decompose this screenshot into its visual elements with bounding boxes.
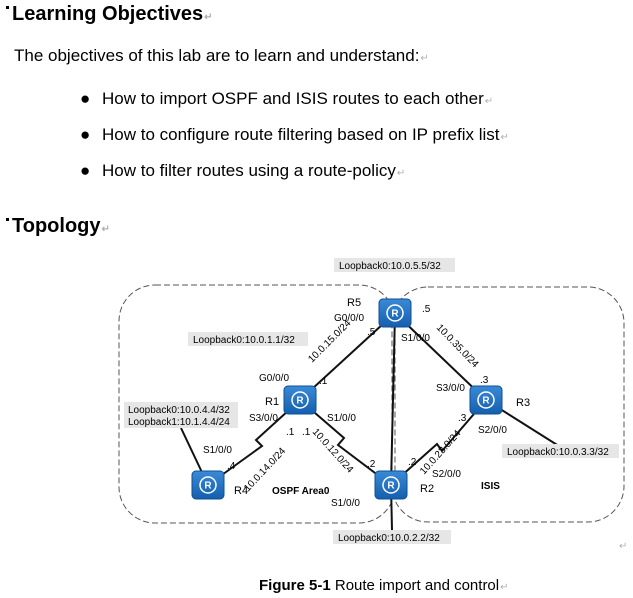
loopback-label-r5: Loopback0:10.0.5.5/32 [339, 261, 441, 272]
interface-label: S3/0/0 [436, 383, 465, 394]
router-name-r2: R2 [420, 483, 434, 495]
router-name-r4: R4 [234, 485, 248, 497]
host-label: .5 [422, 304, 431, 315]
host-label: .3 [458, 413, 467, 424]
intro-paragraph: The objectives of this lab are to learn … [14, 45, 429, 70]
interface-label: S3/0/0 [249, 413, 278, 424]
svg-text:R: R [391, 309, 399, 320]
router-icon: R [469, 385, 503, 415]
bullet-text: How to import OSPF and ISIS routes to ea… [102, 89, 484, 108]
interface-label: S1/0/0 [331, 498, 360, 509]
bullet-item: ● How to filter routes using a route-poli… [80, 160, 405, 185]
learning-objectives-heading: Learning Objectives↵ [6, 2, 213, 30]
router-icon: R [374, 470, 408, 500]
paragraph-mark: ↵ [420, 53, 429, 64]
loopback-label-box [124, 402, 238, 428]
loopback-label-r4-a: Loopback0:10.0.4.4/32 [128, 405, 230, 416]
bullet-dot: ● [80, 89, 91, 108]
loopback-label-r1: Loopback0:10.0.1.1/32 [193, 335, 295, 346]
host-label: .5 [367, 327, 376, 338]
svg-text:R: R [204, 481, 212, 492]
host-label: .2 [408, 457, 417, 468]
interface-label: S2/0/0 [432, 469, 461, 480]
host-label: .2 [367, 459, 376, 470]
loopback-label-box [188, 332, 308, 346]
paragraph-mark: ↵ [500, 582, 509, 593]
bullet-item: ● How to configure route filtering based … [80, 124, 509, 149]
loopback-label-r4-b: Loopback1:10.1.4.4/24 [128, 417, 230, 428]
bullet-dot: ● [80, 161, 91, 180]
loopback-label-box [334, 258, 455, 272]
serial-link-r1-r4 [207, 399, 301, 486]
bullet-text: How to configure route filtering based o… [102, 125, 500, 144]
host-label: .3 [480, 375, 489, 386]
network-label-r1-r2: 10.0.12.0/24 [310, 427, 356, 476]
router-icon: R [283, 385, 317, 415]
topology-heading: Topology↵ [6, 214, 110, 242]
link-r5-r3 [394, 312, 487, 401]
heading-text: Learning Objectives [12, 3, 204, 25]
svg-text:R: R [296, 396, 304, 407]
host-label: .1 [302, 427, 311, 438]
caption-label: Figure 5-1 [259, 577, 331, 594]
figure-caption: Figure 5-1 Route import and control↵ [259, 577, 509, 594]
link-r1-r5 [299, 312, 396, 401]
host-label: .1 [319, 376, 328, 387]
interface-label: G0/0/0 [259, 373, 289, 384]
paragraph-mark: ↵ [396, 168, 406, 179]
bullet-text: How to filter routes using a route-polic… [102, 161, 396, 180]
network-label-r5-r3: 10.0.35.0/24 [434, 322, 481, 370]
paragraph-mark: ↵ [101, 224, 110, 235]
intro-text: The objectives of this lab are to learn … [14, 46, 420, 65]
loopback-label-r2: Loopback0:10.0.2.2/32 [338, 533, 440, 544]
bullet-dot: ● [80, 125, 91, 144]
interface-label: S1/0/0 [401, 333, 430, 344]
svg-text:R: R [482, 396, 490, 407]
router-name-r3: R3 [516, 397, 530, 409]
caption-text: Route import and control [330, 577, 500, 594]
loopback-label-r3: Loopback0:10.0.3.3/32 [507, 447, 609, 458]
interface-label: S1/0/0 [203, 445, 232, 456]
router-name-r1: R1 [265, 396, 279, 408]
paragraph-mark: ↵ [500, 132, 509, 143]
loopback-label-box [333, 530, 451, 544]
heading-text: Topology [12, 215, 101, 237]
paragraph-mark: ↵ [619, 541, 627, 552]
area-label-ospf: OSPF Area0 [272, 486, 330, 497]
serial-link-r2-r3 [390, 399, 487, 486]
router-name-r5: R5 [347, 297, 361, 309]
interface-label: S1/0/0 [327, 413, 356, 424]
ospf-area-boundary [118, 284, 396, 524]
interface-label: G0/0/0 [334, 313, 364, 324]
host-label: .1 [286, 427, 295, 438]
area-label-isis: ISIS [481, 481, 500, 492]
paragraph-mark: ↵ [484, 96, 494, 107]
heading-bullet-square [6, 6, 9, 9]
bullet-item: ● How to import OSPF and ISIS routes to e… [80, 88, 493, 113]
paragraph-mark: ↵ [204, 12, 213, 23]
interface-label: S2/0/0 [478, 425, 507, 436]
link-r5-r2 [390, 312, 396, 486]
svg-text:R: R [387, 481, 395, 492]
host-label: .4 [227, 461, 236, 472]
serial-link-r1-r2 [299, 399, 392, 486]
router-icon: R [378, 298, 412, 328]
heading-bullet-square [6, 218, 9, 221]
loopback-label-box [502, 444, 619, 458]
router-icon: R [191, 470, 225, 500]
